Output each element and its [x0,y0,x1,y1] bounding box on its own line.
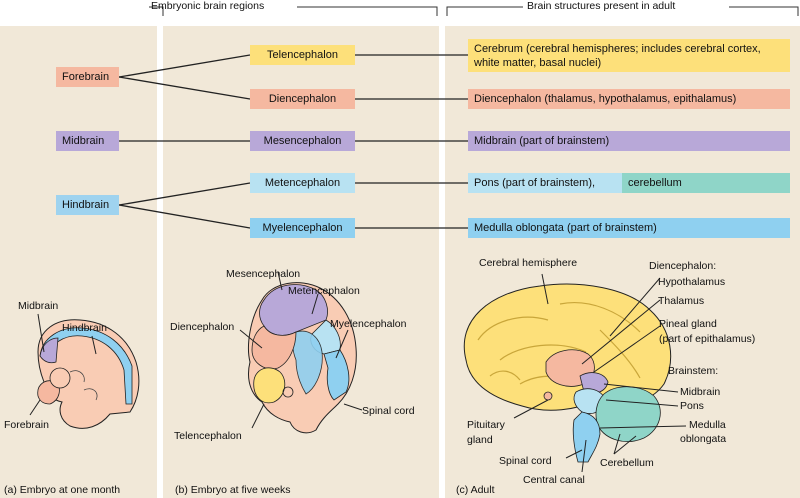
box-mesencephalon: Mesencephalon [250,131,355,151]
box-telencephalon: Telencephalon [250,45,355,65]
label-c-midbrain: Midbrain [680,386,721,398]
label-c-pituitary: Pituitary [467,419,505,431]
label-c-brainstem: Brainstem: [668,365,719,377]
label-c-thalamus: Thalamus [658,295,705,307]
caption-embryo-weeks: (b) Embryo at five weeks [175,484,291,496]
box-midbrain: Midbrain [56,131,119,151]
label-c-cerebellum: Cerebellum [600,457,654,469]
box-adult-diencephalon: Diencephalon (thalamus, hypothalamus, ep… [468,89,790,109]
label-c-gland: gland [467,434,493,446]
label-c-diencephalon: Diencephalon: [649,260,717,272]
label-a-forebrain: Forebrain [4,419,49,431]
box-adult-midbrain: Midbrain (part of brainstem) [468,131,790,151]
label-b-diencephalon: Diencephalon [170,321,235,333]
box-cerebellum: cerebellum [622,173,790,193]
caption-adult: (c) Adult [456,484,495,496]
label-b-telencephalon: Telencephalon [174,430,242,442]
box-diencephalon: Diencephalon [250,89,355,109]
label-c-spinal-cord: Spinal cord [499,455,552,467]
box-myelencephalon: Myelencephalon [250,218,355,238]
box-forebrain: Forebrain [56,67,119,87]
header-adult-structures: Brain structures present in adult [527,0,676,12]
label-b-spinal-cord: Spinal cord [362,405,415,417]
label-c-central-canal: Central canal [523,474,585,486]
label-c-cerebral-hemisphere: Cerebral hemisphere [479,257,578,269]
label-c-hypothalamus: Hypothalamus [658,276,726,288]
label-b-metencephalon: Metencephalon [288,285,360,297]
label-c-pons: Pons [680,400,704,412]
header-embryonic-regions: Embryonic brain regions [151,0,265,12]
label-b-mesencephalon: Mesencephalon [226,268,301,280]
label-c-medulla: Medulla [689,419,726,431]
box-metencephalon: Metencephalon [250,173,355,193]
label-a-midbrain: Midbrain [18,300,59,312]
box-hindbrain: Hindbrain [56,195,119,215]
label-c-oblongata: oblongata [680,433,727,445]
label-c-pineal-gland: Pineal gland [659,318,717,330]
label-a-hindbrain: Hindbrain [62,322,107,334]
caption-embryo-month: (a) Embryo at one month [4,484,121,496]
box-cerebrum: Cerebrum (cerebral hemispheres; includes… [468,39,790,72]
box-pons: Pons (part of brainstem), [468,173,622,193]
box-medulla: Medulla oblongata (part of brainstem) [468,218,790,238]
label-b-myelencephalon: Myelencephalon [330,318,407,330]
label-c-pineal-epithalamus: (part of epithalamus) [659,333,756,345]
